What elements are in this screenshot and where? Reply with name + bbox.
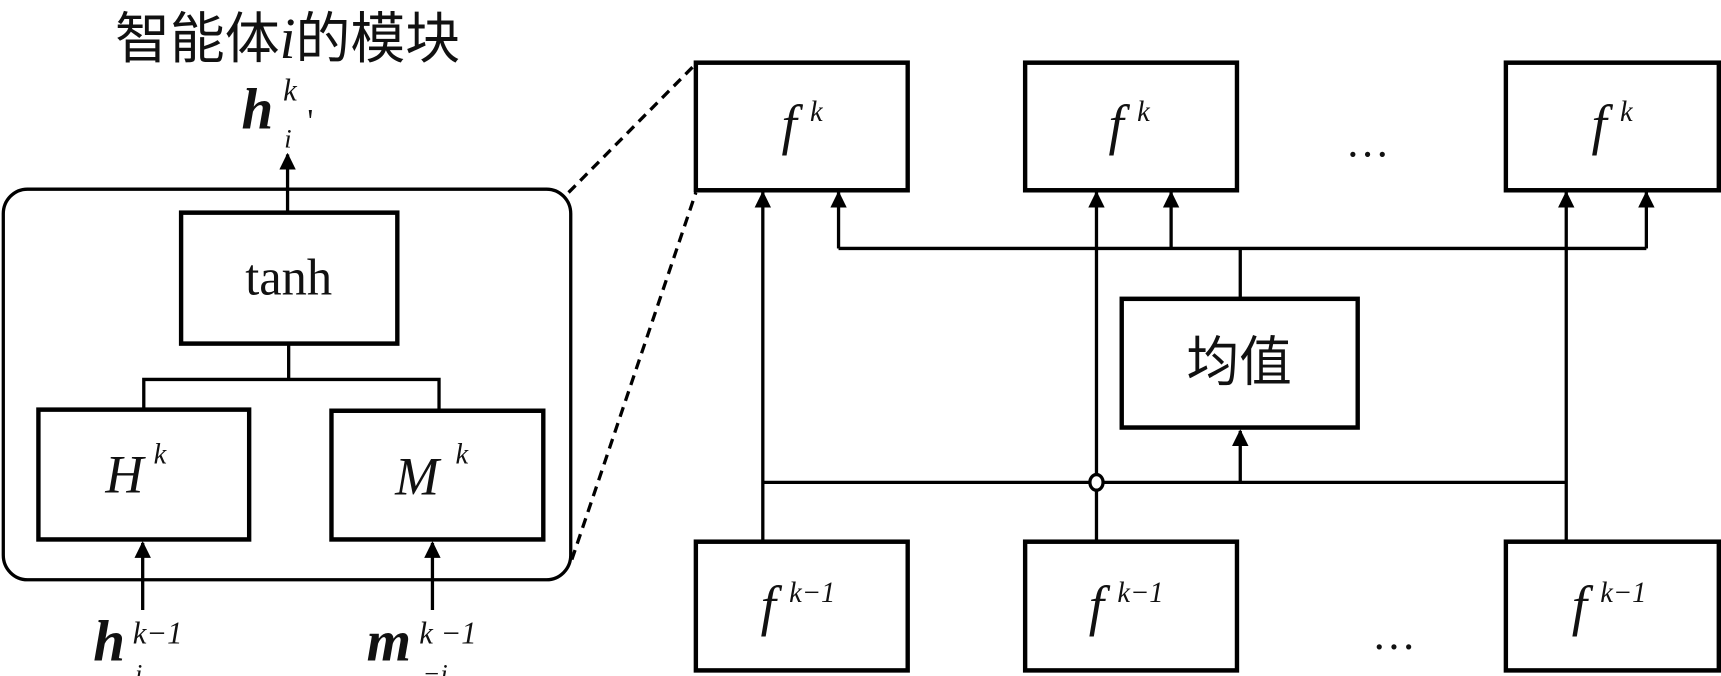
- input-h-sub: i: [135, 658, 142, 676]
- bottom-box-3-sup: k−1: [1600, 577, 1646, 609]
- H-base: H: [104, 445, 146, 505]
- module-title-suffix: 的模块: [295, 8, 460, 73]
- agent-module: 智能体i的模块 h k i ' tanh H k M k: [1, 8, 573, 676]
- output-label: h k i ': [241, 72, 313, 153]
- network: f k f k f k … 均值: [693, 60, 1721, 673]
- top-box-3-sup: k: [1620, 96, 1634, 128]
- branch-connector: [142, 377, 441, 410]
- tanh-box: [178, 210, 400, 346]
- input-m-label: m k −1 −i: [367, 610, 477, 676]
- output-base: h: [241, 78, 273, 142]
- mean-box: [1119, 296, 1360, 430]
- top-box-2-sup: k: [1137, 96, 1151, 128]
- output-sup: k: [283, 72, 298, 107]
- module-title-prefix: 智能体: [115, 8, 280, 73]
- mean-label: 均值: [1186, 331, 1291, 394]
- M-base: M: [394, 447, 442, 507]
- input-h-label: h k−1 i: [93, 610, 182, 676]
- top-box-1-sup: k: [810, 96, 824, 128]
- module-container: [1, 187, 573, 582]
- input-m-base: m: [367, 610, 411, 674]
- H-box: [36, 407, 252, 542]
- bottom-box-3: f k−1: [1503, 539, 1721, 673]
- ellipsis-bottom: …: [1372, 609, 1416, 659]
- module-title-var: i: [280, 8, 296, 72]
- top-box-2: f k: [1022, 60, 1240, 193]
- bottom-box-1: f k−1: [693, 539, 910, 673]
- output-prime: ': [307, 103, 313, 140]
- H-label: H k: [104, 438, 167, 504]
- H-sup: k: [154, 438, 168, 470]
- line-crossing-symbol: [1088, 472, 1105, 492]
- input-h-base: h: [93, 610, 125, 674]
- M-label: M k: [394, 438, 469, 507]
- zoom-line-bottom: [570, 191, 698, 561]
- tanh-label: tanh: [245, 250, 332, 307]
- input-m-sub: −i: [423, 658, 448, 676]
- M-sup: k: [455, 438, 469, 470]
- ellipsis-top: …: [1346, 116, 1390, 166]
- input-m-sup: k −1: [419, 615, 476, 650]
- input-h-sup: k−1: [133, 615, 183, 650]
- top-box-1: f k: [693, 60, 910, 193]
- output-sub: i: [284, 124, 291, 154]
- bottom-box-1-sup: k−1: [789, 577, 835, 609]
- M-box: [329, 408, 546, 542]
- top-box-3: f k: [1503, 60, 1721, 193]
- module-title: 智能体i的模块: [115, 8, 460, 73]
- zoom-line-top: [567, 62, 698, 194]
- bottom-box-2: f k−1: [1022, 539, 1240, 673]
- bottom-box-2-sup: k−1: [1117, 577, 1163, 609]
